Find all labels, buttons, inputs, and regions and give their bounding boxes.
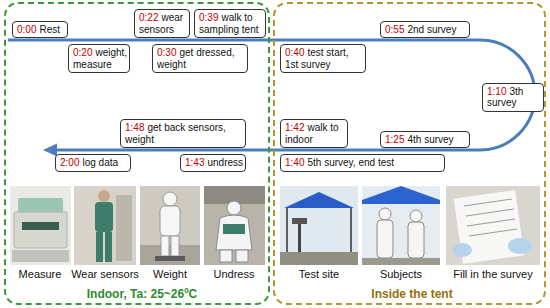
event-box: 0:30get dressed, weight: [152, 44, 248, 73]
photo-measure: [10, 186, 71, 265]
region-panel: Inside the tent 0:40test start, 1st surve…: [273, 2, 546, 305]
photo-undress: [204, 186, 265, 265]
event-text: 5th survey, end test: [307, 157, 394, 168]
event-box: 0:00Rest: [12, 21, 68, 39]
event-box: 1:43undress: [180, 154, 246, 172]
time-stamp: 0:40: [285, 47, 304, 58]
event-text: 2nd survey: [407, 24, 456, 35]
event-box: 0:20weight, measure: [68, 44, 130, 73]
event-box: 0:40test start, 1st survey: [280, 44, 366, 73]
photo-caption: Wear sensors: [71, 268, 139, 280]
timeline-arrow: [8, 40, 535, 150]
region-label: Inside the tent: [371, 287, 452, 301]
event-box: 1:405th survey, end test: [280, 154, 445, 172]
time-stamp: 1:43: [185, 157, 204, 168]
time-stamp: 1:40: [285, 157, 304, 168]
photo-caption: Weight: [153, 268, 187, 280]
time-stamp: 0:00: [17, 24, 36, 35]
region-panel: Indoor, Ta: 25~26ºC0:00Rest0:20weight, m…: [4, 2, 270, 305]
time-stamp: 0:39: [199, 12, 218, 23]
event-box: 1:42walk to indoor: [280, 119, 348, 148]
photo-wear-sensors: [74, 186, 136, 265]
event-box: 0:552nd survey: [380, 21, 470, 39]
event-box: 0:39walk to sampling tent: [194, 9, 266, 38]
photo-fill-survey: [446, 186, 540, 265]
event-box: 2:00log data: [55, 154, 131, 172]
time-stamp: 1:10: [487, 86, 506, 97]
photo-caption: Subjects: [380, 268, 422, 280]
time-stamp: 1:42: [285, 122, 304, 133]
time-stamp: 0:22: [139, 12, 158, 23]
photo-caption: Measure: [19, 268, 62, 280]
time-stamp: 0:55: [385, 24, 404, 35]
event-box: 1:254th survey: [380, 131, 470, 149]
time-stamp: 0:20: [73, 47, 92, 58]
event-box: 1:48get back sensors, weight: [120, 119, 246, 148]
photo-caption: Test site: [299, 268, 339, 280]
event-text: 4th survey: [407, 134, 453, 145]
time-stamp: 1:48: [125, 122, 144, 133]
event-box: 1:103th survey: [482, 83, 544, 112]
time-stamp: 0:30: [157, 47, 176, 58]
event-box: 0:22wear sensors: [134, 9, 190, 38]
event-text: Rest: [39, 24, 60, 35]
event-text: log data: [82, 157, 118, 168]
time-stamp: 2:00: [60, 157, 79, 168]
photo-test-site: [280, 186, 358, 265]
photo-caption: Fill in the survey: [453, 268, 532, 280]
region-label: Indoor, Ta: 25~26ºC: [87, 287, 198, 301]
event-text: undress: [207, 157, 243, 168]
photo-weight: [140, 186, 200, 265]
photo-caption: Undress: [214, 268, 255, 280]
time-stamp: 1:25: [385, 134, 404, 145]
photo-subjects: [362, 186, 440, 265]
